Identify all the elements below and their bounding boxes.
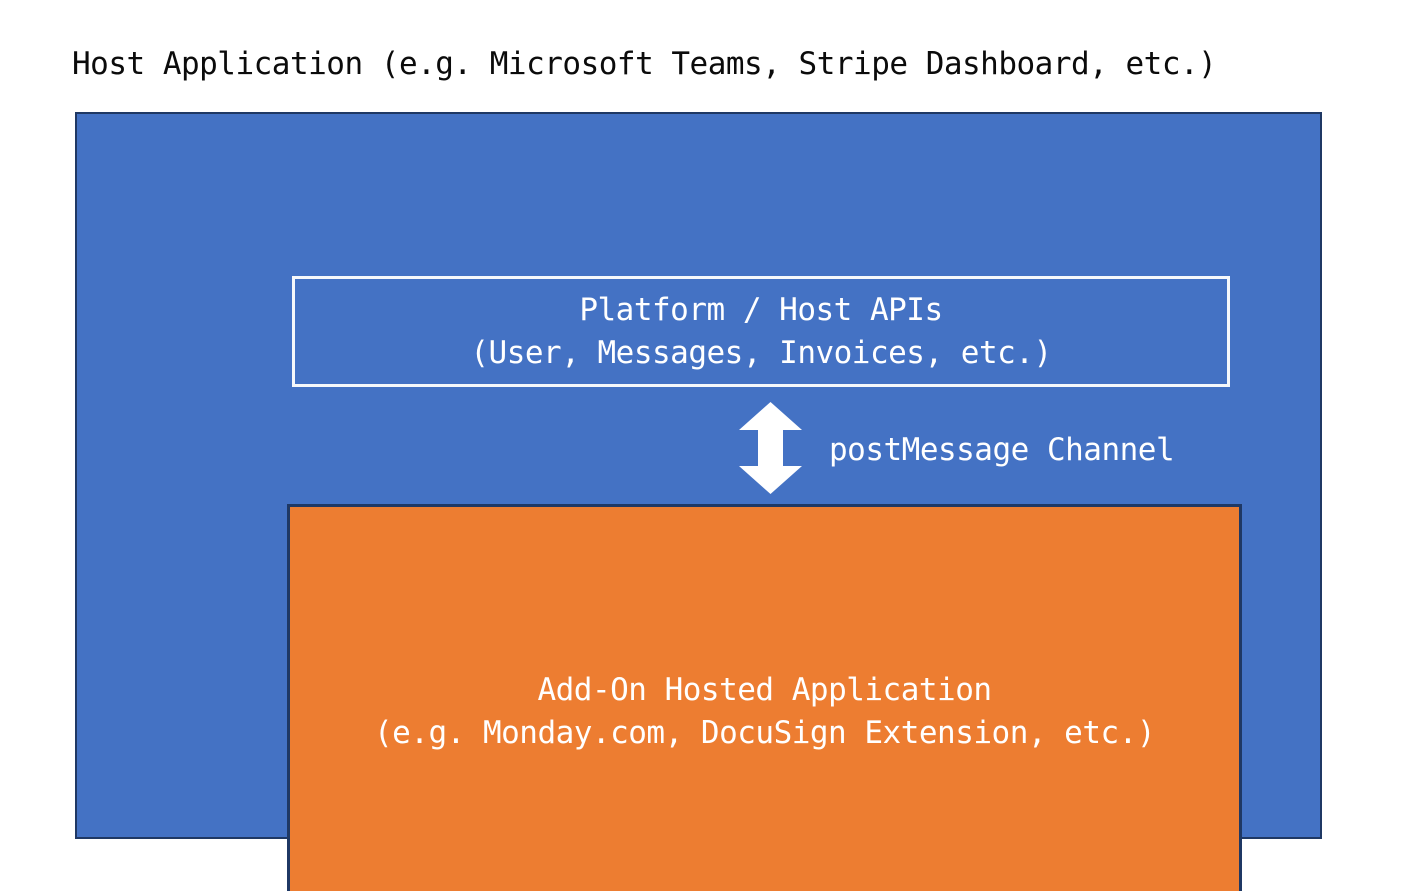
host-application-container: Platform / Host APIs (User, Messages, In…	[75, 112, 1322, 891]
platform-host-apis-box: Platform / Host APIs (User, Messages, In…	[292, 276, 1230, 387]
addon-hosted-application-box: Add-On Hosted Application (e.g. Monday.c…	[287, 504, 1242, 891]
addon-box-subtitle: (e.g. Monday.com, DocuSign Extension, et…	[373, 714, 1156, 751]
platform-apis-title: Platform / Host APIs	[579, 291, 943, 328]
postmessage-channel-label: postMessage Channel	[829, 432, 1175, 468]
up-down-arrow-icon	[739, 402, 802, 494]
diagram-title: Host Application (e.g. Microsoft Teams, …	[72, 46, 1217, 82]
addon-box-title: Add-On Hosted Application	[537, 671, 992, 708]
platform-apis-subtitle: (User, Messages, Invoices, etc.)	[470, 334, 1052, 371]
